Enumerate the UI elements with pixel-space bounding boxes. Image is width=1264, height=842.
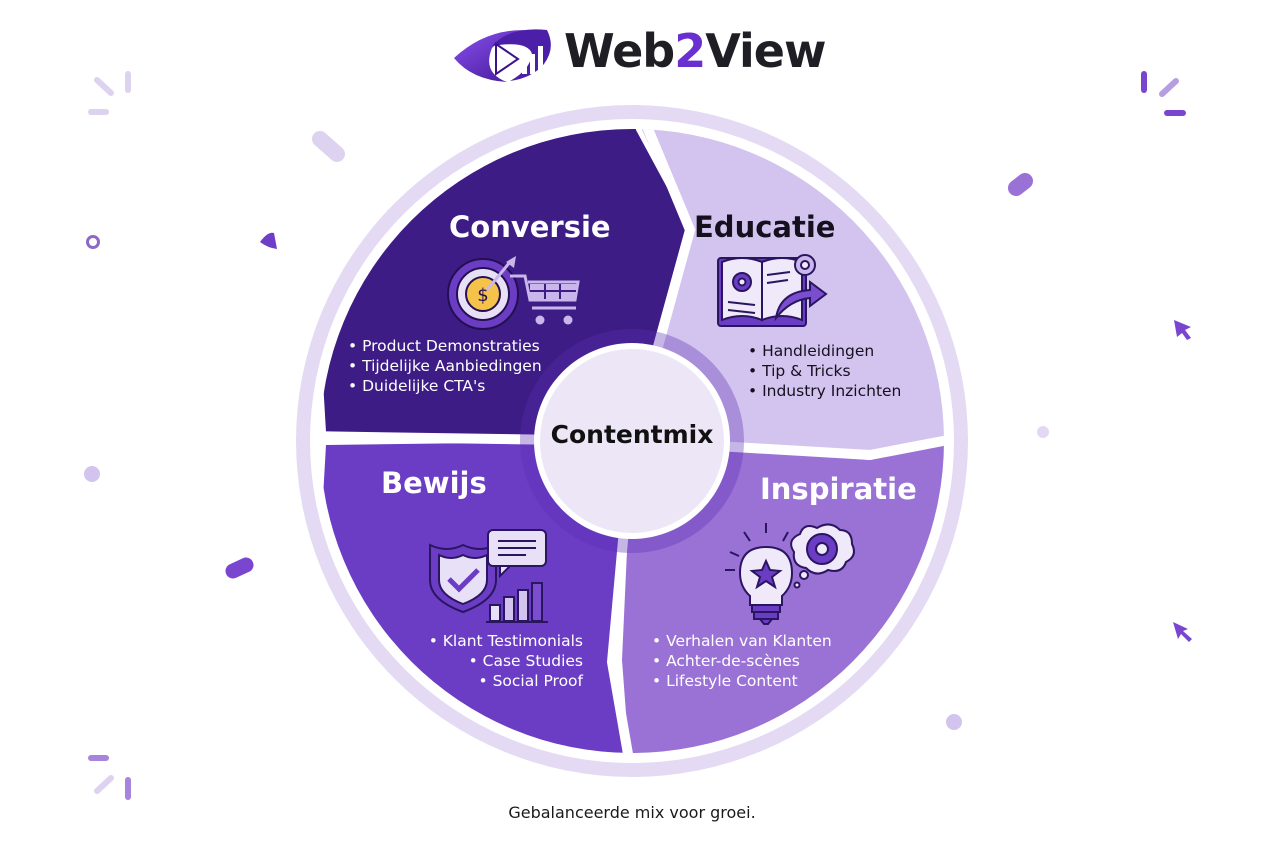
segment-list-conversie: Product Demonstraties Tijdelijke Aanbied… [348,336,542,396]
segment-conversie [320,129,690,441]
list-item: Achter-de-scènes [652,651,832,671]
list-item: Handleidingen [748,341,901,361]
target-coin-cart-icon: $ [447,256,580,330]
ring-dot-decoration [86,235,100,249]
segment-title-inspiratie: Inspiratie [760,472,917,506]
segment-list-bewijs: Klant Testimonials Case Studies Social P… [400,631,583,691]
sparkle-icon [88,71,131,115]
list-item: Case Studies [400,651,583,671]
list-item: Lifestyle Content [652,671,832,691]
segment-title-bewijs: Bewijs [381,466,487,500]
list-item: Tijdelijke Aanbiedingen [348,356,542,376]
dot-decoration [1037,426,1049,438]
list-item: Verhalen van Klanten [652,631,832,651]
list-item: Social Proof [400,671,583,691]
dot-decoration [946,714,962,730]
list-item: Duidelijke CTA's [348,376,542,396]
sparkle-icon [88,755,131,800]
eye-play-chart-icon [454,29,551,83]
triangle-decoration [260,232,277,249]
center-label: Contentmix [550,420,714,449]
caption: Gebalanceerde mix voor groei. [508,803,756,822]
segment-list-educatie: Handleidingen Tip & Tricks Industry Inzi… [748,341,901,401]
list-item: Klant Testimonials [400,631,583,651]
list-item: Tip & Tricks [748,361,901,381]
segment-educatie [632,129,944,450]
brand-logo: Web2View [452,18,832,88]
sparkle-icon [1141,71,1186,116]
cursor-icon [1173,622,1192,642]
segment-list-inspiratie: Verhalen van Klanten Achter-de-scènes Li… [652,631,832,691]
pill-decoration [312,131,345,162]
list-item: Industry Inzichten [748,381,901,401]
dot-decoration [84,466,100,482]
svg-text:$: $ [477,285,488,306]
segment-title-educatie: Educatie [694,210,836,244]
shield-check-chat-chart-icon [429,529,548,623]
book-gears-arrow-icon [717,254,828,327]
center-circle [540,349,724,533]
pill-decoration [225,557,254,579]
lightbulb-star-thought-icon [725,523,855,625]
list-item: Product Demonstraties [348,336,542,356]
pill-decoration [1008,173,1033,196]
brand-name: Web2View [564,24,827,78]
segment-title-conversie: Conversie [449,210,611,244]
cursor-icon [1174,320,1191,340]
